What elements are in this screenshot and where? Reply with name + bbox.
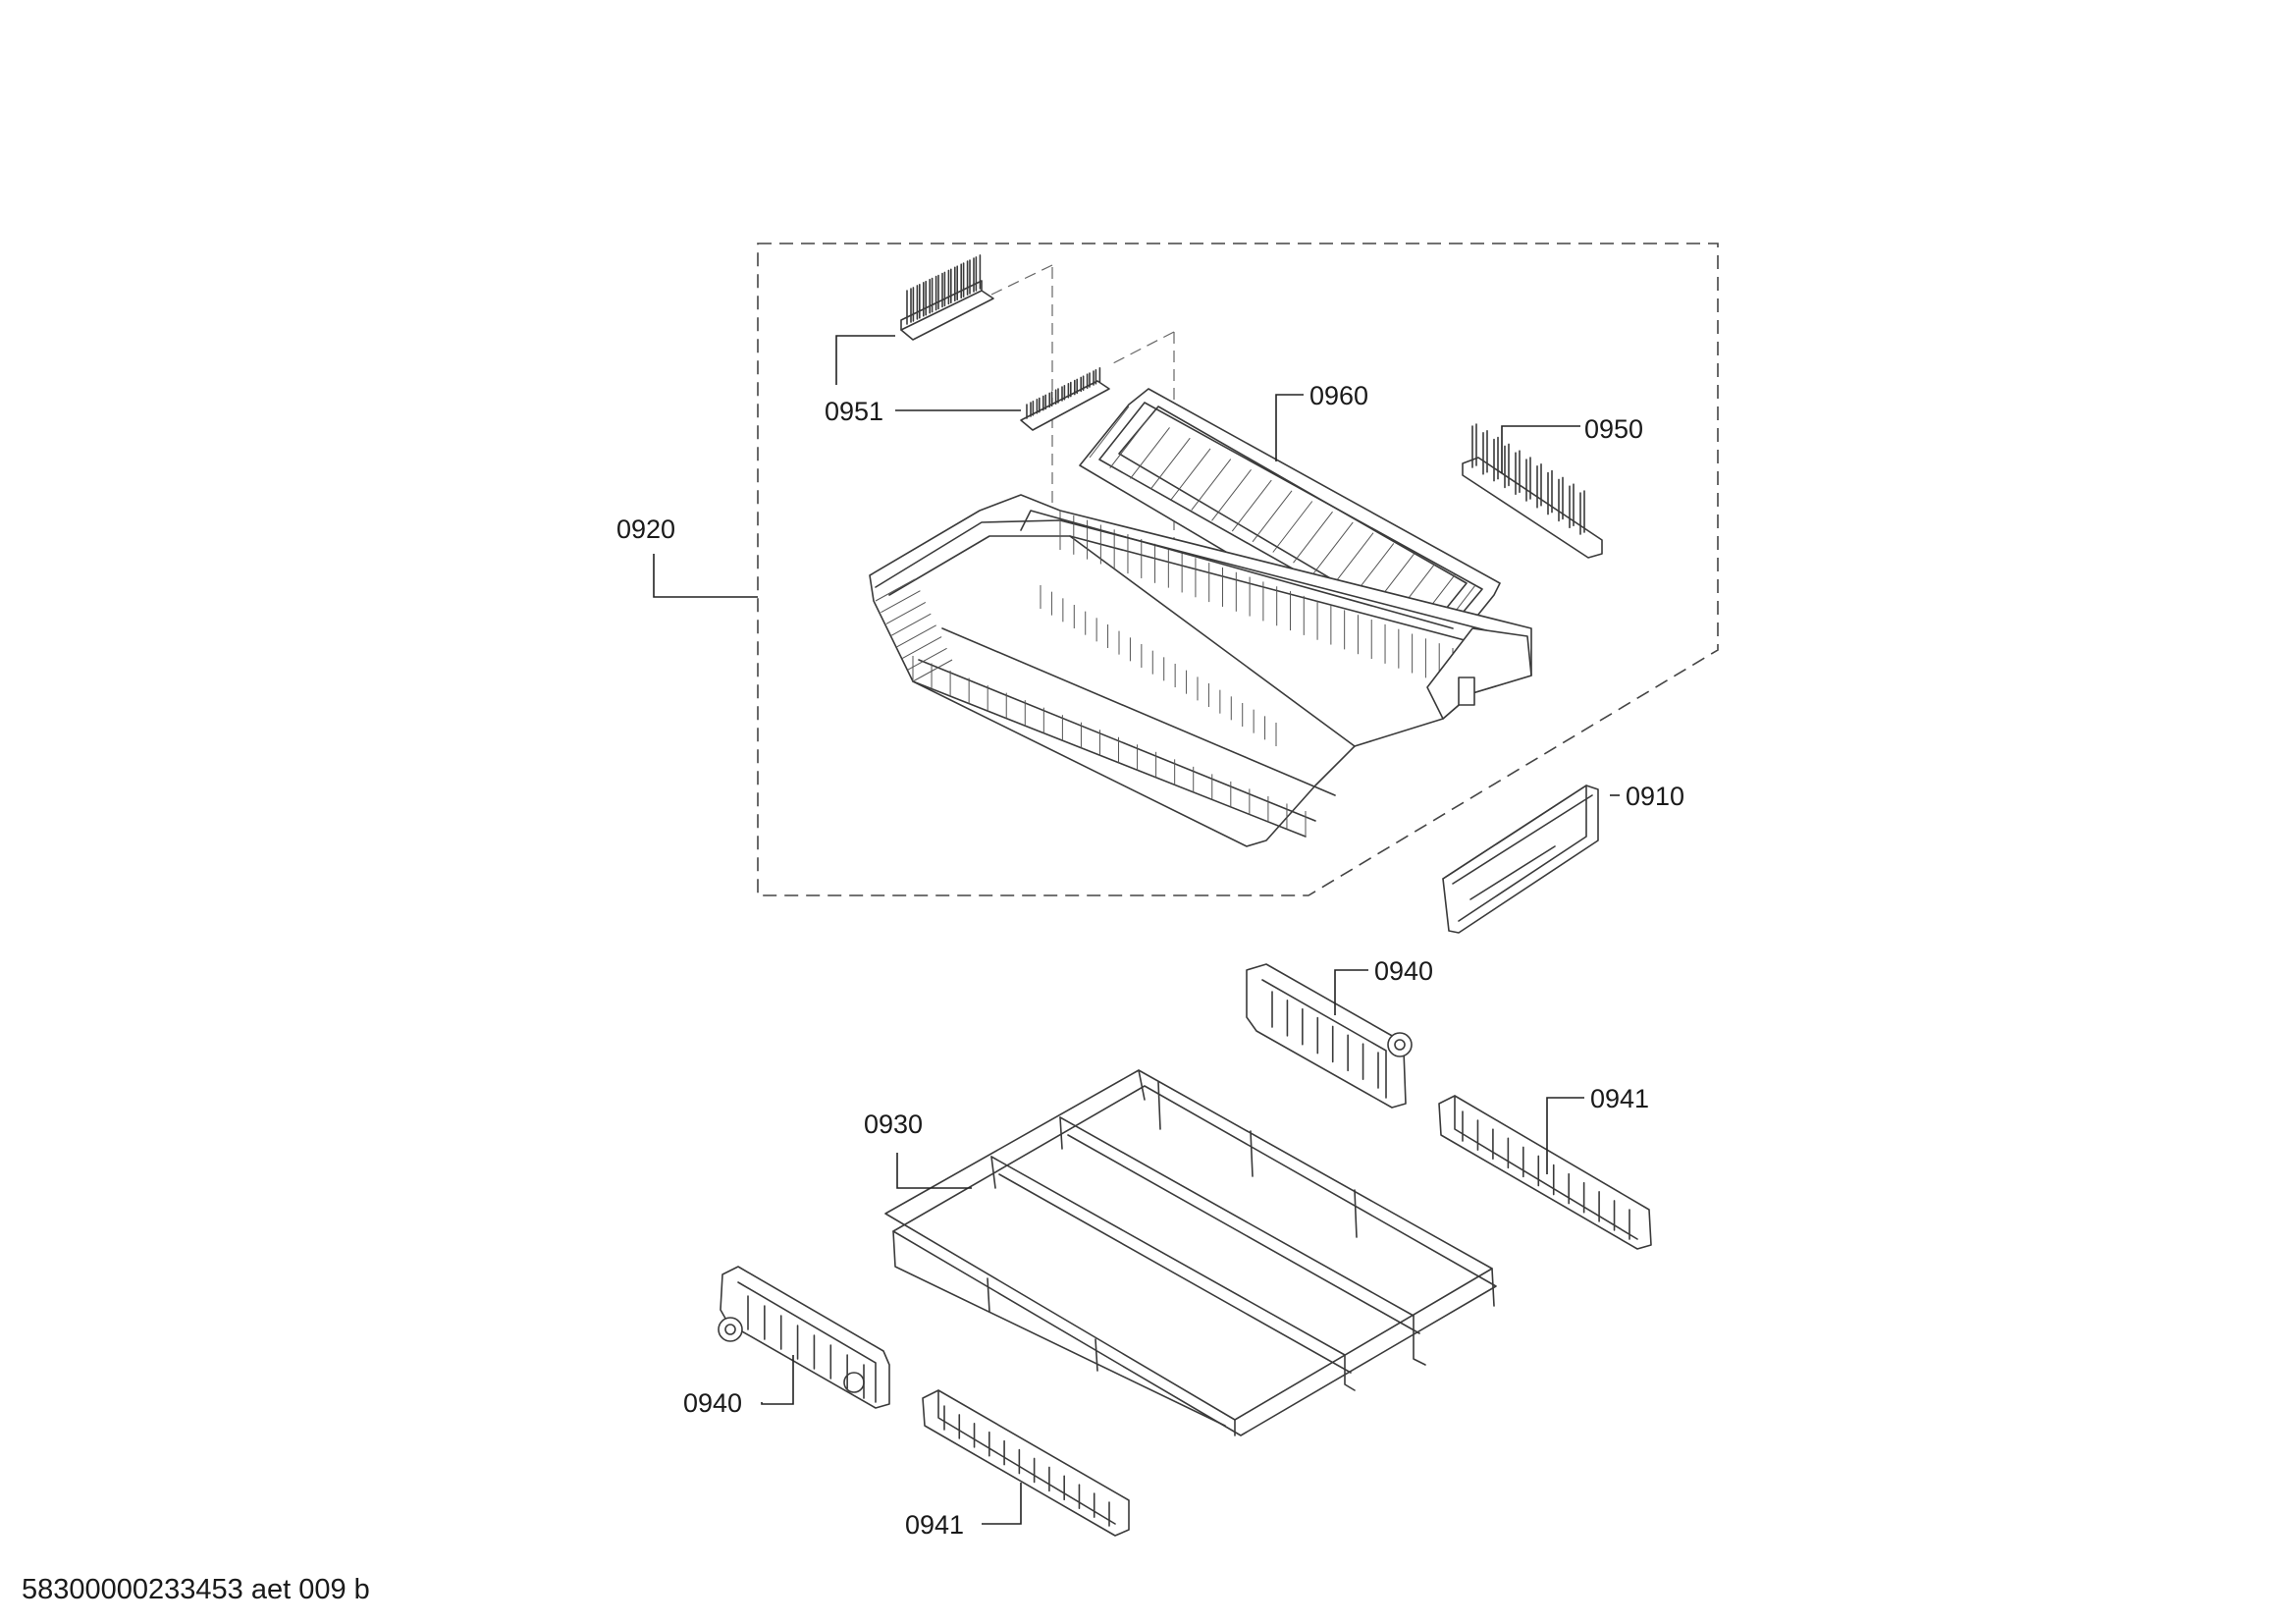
part-0940-rail-holder-bottom — [718, 1266, 890, 1409]
part-0930-wire-frame — [884, 1069, 1497, 1436]
part-0941-rail-top — [1438, 1095, 1652, 1250]
label-0960: 0960 — [1309, 381, 1368, 410]
label-0950: 0950 — [1584, 414, 1643, 444]
label-0941-top: 0941 — [1590, 1084, 1649, 1113]
leader-0951-top — [835, 335, 895, 385]
detail-stroke — [885, 601, 927, 624]
detail-stroke — [875, 578, 916, 602]
detail-stroke — [1089, 406, 1130, 459]
leader-0940-bottom — [761, 1355, 794, 1405]
detail-stroke — [1333, 532, 1374, 584]
detail-stroke — [1272, 501, 1313, 553]
label-0930: 0930 — [864, 1110, 923, 1139]
label-0920: 0920 — [616, 514, 675, 544]
detail-stroke — [907, 647, 947, 671]
detail-stroke — [1191, 459, 1232, 511]
detail-stroke — [891, 613, 932, 636]
detail-stroke — [1130, 427, 1170, 479]
detail-stroke — [1211, 469, 1252, 521]
label-0910: 0910 — [1626, 782, 1684, 811]
label-0940-top: 0940 — [1374, 956, 1433, 986]
detail-stroke — [881, 590, 921, 614]
part-0920-cutlery-tray — [869, 494, 1532, 847]
detail-stroke — [1109, 416, 1150, 469]
leader-0950 — [1501, 425, 1580, 473]
detail-stroke — [1293, 511, 1333, 564]
detail-stroke — [912, 659, 953, 682]
detail-stroke — [1170, 448, 1211, 501]
part-0951-comb-middle — [1020, 366, 1110, 431]
leader-0940-top — [1334, 969, 1368, 1015]
leader-0960 — [1275, 394, 1304, 461]
leader-0941-top — [1546, 1097, 1584, 1174]
alignment-line-diag-2 — [1108, 331, 1175, 366]
part-0941-rail-bottom — [922, 1389, 1130, 1537]
part-0910-cover-strip — [1442, 785, 1599, 934]
part-0940-rail-holder-top — [1246, 963, 1413, 1109]
leader-0941-bottom — [982, 1483, 1022, 1525]
detail-stroke — [1252, 490, 1293, 543]
footer-document-code: 58300000233453 aet 009 b — [22, 1574, 370, 1605]
detail-stroke — [1312, 521, 1354, 574]
assembly-0920-boundary — [757, 243, 1719, 896]
detail-stroke — [1149, 437, 1191, 490]
leader-0930 — [896, 1153, 972, 1189]
part-0951-comb-top — [900, 254, 994, 341]
label-0951-top: 0951 — [825, 397, 883, 426]
part-0950-comb-right — [1462, 423, 1603, 559]
detail-stroke — [1231, 479, 1272, 532]
detail-stroke — [901, 636, 942, 660]
alignment-line-diag-1 — [990, 264, 1053, 296]
leader-0920 — [653, 554, 758, 598]
label-0940-bottom: 0940 — [683, 1388, 742, 1418]
label-0941-bottom: 0941 — [905, 1510, 964, 1540]
detail-stroke — [896, 624, 936, 648]
